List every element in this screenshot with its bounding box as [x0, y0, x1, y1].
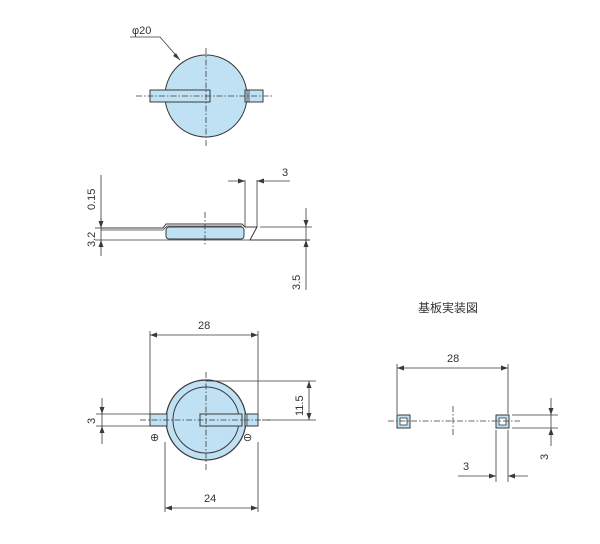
top-view: φ20 — [130, 25, 272, 146]
height-label: 3.2 — [86, 232, 98, 247]
pad-label: 3 — [463, 461, 469, 473]
half-height-label: 11.5 — [294, 395, 306, 416]
mounting-title: 基板実装図 — [418, 300, 478, 315]
pad-height-label: 3 — [539, 454, 551, 460]
thickness-label: 0.15 — [86, 189, 98, 210]
front-width-label: 28 — [198, 320, 210, 332]
offset-label: 3.5 — [291, 275, 303, 290]
mounting-pattern: 基板実装図 28 3 3 — [388, 300, 558, 482]
front-lead-label: 3 — [86, 418, 98, 424]
lead-width-label: 3 — [282, 167, 288, 179]
side-view: 3 0.15 3.2 3.5 — [86, 167, 312, 290]
bottom-width-label: 24 — [204, 493, 216, 505]
minus-symbol: ⊖ — [243, 432, 252, 444]
front-view: 28 11.5 3 ⊕ ⊖ 24 — [86, 320, 316, 512]
diameter-label: φ20 — [132, 25, 151, 37]
plus-symbol: ⊕ — [150, 432, 159, 444]
pitch-label: 28 — [447, 353, 459, 365]
